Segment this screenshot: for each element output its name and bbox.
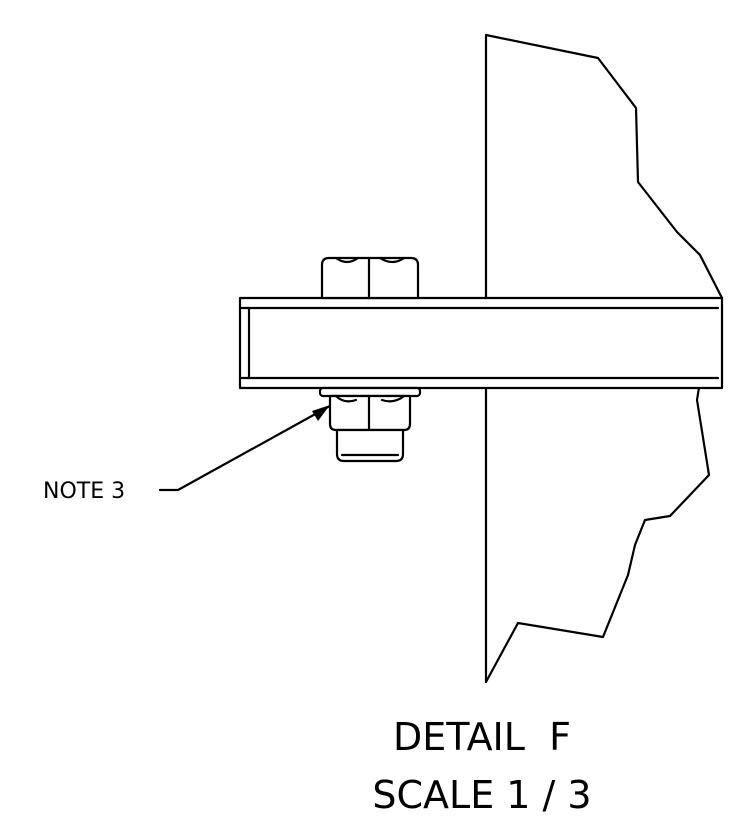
hex-nut-chamfer-right xyxy=(380,394,406,403)
hex-nut-chamfer-left xyxy=(334,394,358,403)
bolt-head-chamfer-right xyxy=(378,256,406,264)
washer xyxy=(318,386,422,398)
bolt-thread-outline xyxy=(335,428,405,463)
hex-nut xyxy=(328,394,412,432)
bolt-head xyxy=(320,256,420,300)
detail-title: DETAIL F xyxy=(393,715,571,759)
bolt-head-chamfer-left xyxy=(334,256,360,264)
note-callout-label: NOTE 3 xyxy=(43,479,125,504)
channel-outline xyxy=(238,296,724,390)
note-leader-line xyxy=(158,405,330,492)
note-leader-arrowhead xyxy=(312,405,330,421)
channel-member xyxy=(238,296,724,390)
bolt-thread-end xyxy=(335,428,405,463)
detail-scale: SCALE 1 / 3 xyxy=(372,773,591,817)
